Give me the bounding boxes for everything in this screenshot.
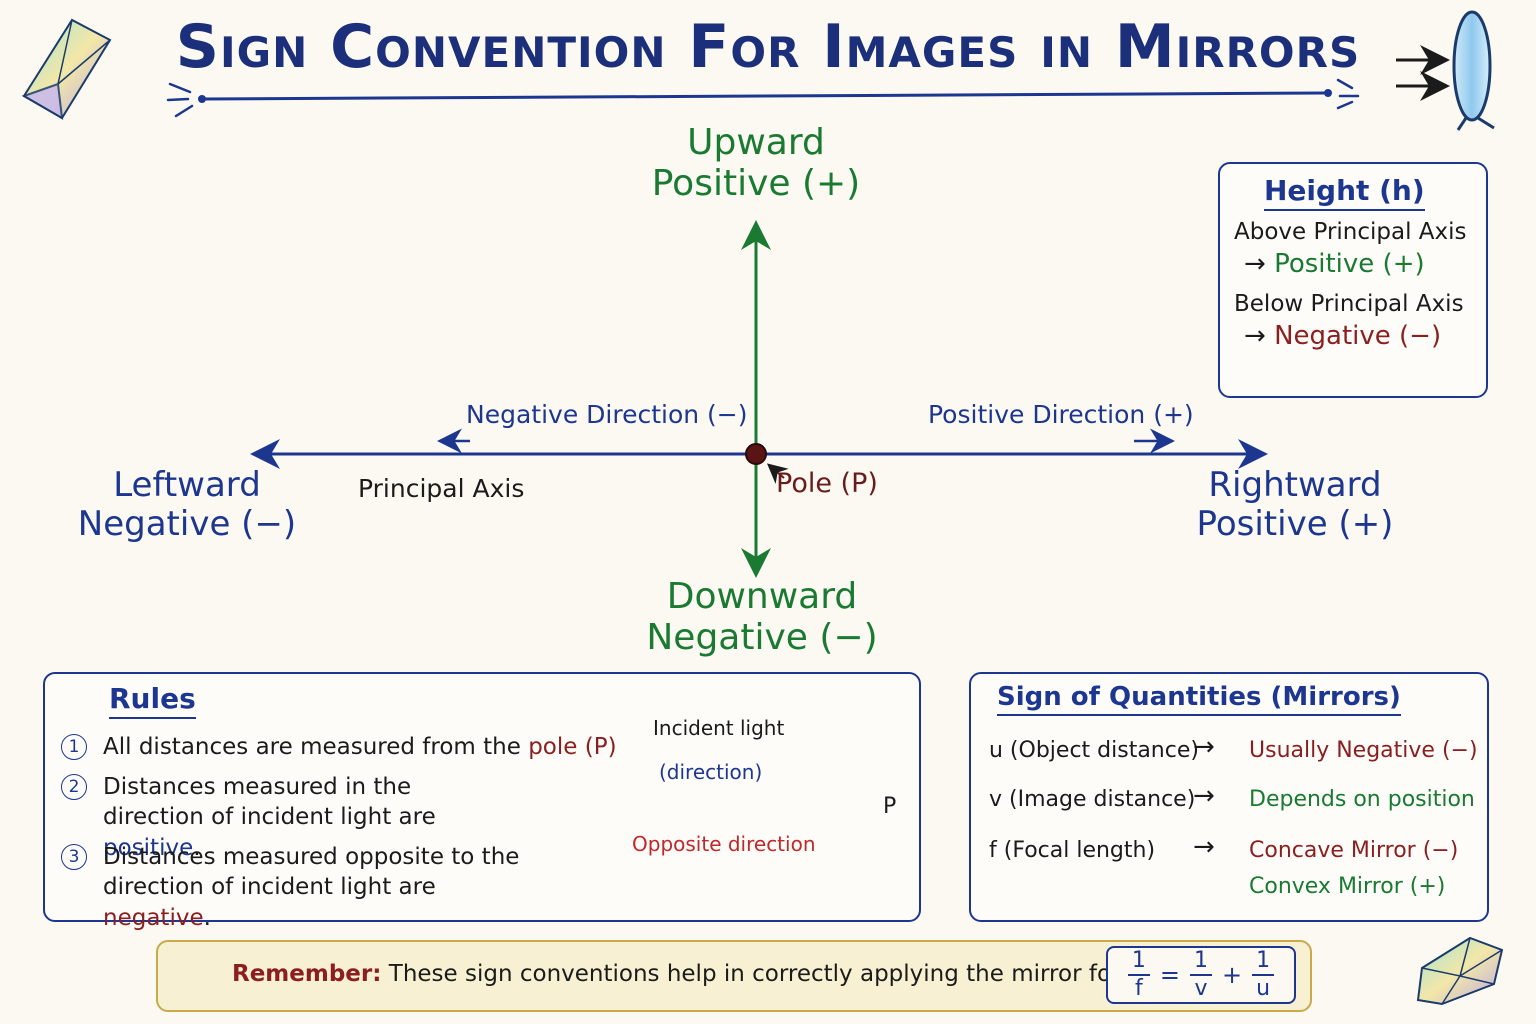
rule-text-part: . bbox=[203, 904, 211, 931]
arrow-right-icon: → bbox=[1193, 832, 1215, 862]
opposite-direction-label: Opposite direction bbox=[632, 832, 816, 856]
height-box-title: Height (h) bbox=[1264, 174, 1425, 211]
quantity-u: u (Object distance) bbox=[989, 738, 1199, 763]
equals-sign: = bbox=[1159, 961, 1180, 989]
rightward-label-line2: Positive (+) bbox=[1196, 504, 1394, 545]
downward-label-line1: Downward bbox=[666, 576, 858, 617]
numerator: 1 bbox=[1127, 950, 1150, 976]
quantity-u-value: Usually Negative (−) bbox=[1249, 738, 1478, 763]
sign-quantities-box: Sign of Quantities (Mirrors) u (Object d… bbox=[969, 672, 1489, 922]
rightward-label-line1: Rightward bbox=[1208, 465, 1382, 505]
arrow-right-icon: → bbox=[1244, 249, 1266, 279]
arrow-right-icon: → bbox=[1244, 321, 1266, 351]
negative-direction-label: Negative Direction (−) bbox=[466, 400, 748, 429]
direction-label: (direction) bbox=[659, 760, 763, 784]
mirror-pole-label: P bbox=[883, 794, 897, 819]
quantity-v: v (Image distance) bbox=[989, 787, 1196, 812]
quantity-f-value-concave: Concave Mirror (−) bbox=[1249, 838, 1459, 863]
rule-text-part: Distances measured opposite to the direc… bbox=[103, 844, 520, 901]
fraction-1-over-v: 1 v bbox=[1190, 950, 1212, 1000]
title-underline bbox=[166, 78, 1360, 118]
rightward-label: Rightward Positive (+) bbox=[1180, 465, 1410, 545]
fraction-1-over-u: 1 u bbox=[1252, 950, 1275, 1001]
arrow-right-icon: → bbox=[1193, 732, 1215, 762]
rule-text-part: Distances measured in the direction of i… bbox=[103, 774, 436, 831]
downward-label: Downward Negative (−) bbox=[612, 576, 912, 659]
rule-item: 1 All distances are measured from the po… bbox=[61, 732, 621, 762]
rules-box: Rules 1 All distances are measured from … bbox=[43, 672, 921, 931]
rule-number: 2 bbox=[61, 774, 87, 800]
upward-label: Upward Positive (+) bbox=[606, 122, 906, 205]
rule-highlight: negative bbox=[103, 904, 204, 931]
rule-text-part: . bbox=[193, 834, 201, 861]
height-box: Height (h) Above Principal Axis → Positi… bbox=[1218, 162, 1488, 398]
crystal-icon bbox=[1416, 936, 1504, 1006]
upward-label-line2: Positive (+) bbox=[651, 163, 861, 205]
above-axis-row: → Positive (+) bbox=[1234, 249, 1472, 279]
rule-highlight: positive bbox=[103, 834, 194, 861]
rule-number: 3 bbox=[61, 844, 87, 870]
numerator: 1 bbox=[1252, 950, 1275, 976]
remember-label: Remember: bbox=[232, 961, 382, 987]
leftward-label: Leftward Negative (−) bbox=[72, 465, 302, 545]
rule-text: Distances measured in the direction of i… bbox=[103, 772, 481, 863]
sign-quantities-title: Sign of Quantities (Mirrors) bbox=[997, 682, 1401, 716]
denominator: u bbox=[1256, 976, 1271, 1001]
mirror-formula: 1 f = 1 v + 1 u bbox=[1106, 946, 1296, 1004]
rule-text: All distances are measured from the pole… bbox=[103, 732, 617, 762]
below-axis-text: Below Principal Axis bbox=[1234, 291, 1464, 317]
quantity-f-value-convex: Convex Mirror (+) bbox=[1249, 874, 1446, 899]
rule-item: 2 Distances measured in the direction of… bbox=[61, 772, 481, 863]
mirror-icon bbox=[1396, 10, 1495, 131]
above-axis-text: Above Principal Axis bbox=[1234, 219, 1467, 245]
pole-label: Pole (P) bbox=[776, 468, 878, 499]
principal-axis-label: Principal Axis bbox=[358, 474, 525, 503]
leftward-label-line2: Negative (−) bbox=[77, 504, 297, 545]
quantity-v-value: Depends on position bbox=[1249, 787, 1475, 812]
positive-direction-label: Positive Direction (+) bbox=[928, 400, 1194, 429]
remember-banner: Remember: These sign conventions help in… bbox=[156, 940, 1312, 1012]
numerator: 1 bbox=[1190, 950, 1212, 976]
arrow-right-icon: → bbox=[1193, 781, 1215, 811]
pole-pointer bbox=[766, 463, 789, 485]
pole-dot bbox=[745, 443, 767, 465]
page-title: Sign Convention For Images in Mirrors bbox=[175, 12, 1361, 82]
leftward-label-line1: Leftward bbox=[113, 465, 261, 505]
remember-body: These sign conventions help in correctly… bbox=[381, 961, 1178, 987]
fraction-1-over-f: 1 f bbox=[1127, 950, 1150, 1001]
incident-light-label: Incident light bbox=[653, 716, 785, 740]
rules-title: Rules bbox=[109, 682, 196, 719]
rule-highlight: pole (P) bbox=[528, 734, 617, 760]
rule-number: 1 bbox=[61, 734, 87, 760]
plus-sign: + bbox=[1222, 961, 1243, 989]
denominator: v bbox=[1194, 976, 1208, 1001]
prism-icon bbox=[21, 18, 112, 120]
rule-text-part: All distances are measured from the bbox=[103, 734, 529, 760]
rule-text: Distances measured opposite to the direc… bbox=[103, 842, 531, 933]
quantity-f: f (Focal length) bbox=[989, 838, 1156, 863]
remember-text: Remember: These sign conventions help in… bbox=[232, 961, 1178, 987]
upward-label-line1: Upward bbox=[687, 122, 825, 163]
rule-item: 3 Distances measured opposite to the dir… bbox=[61, 842, 531, 933]
downward-label-line2: Negative (−) bbox=[646, 617, 878, 659]
below-axis-row: → Negative (−) bbox=[1234, 321, 1472, 351]
below-axis-value: Negative (−) bbox=[1274, 321, 1442, 351]
above-axis-value: Positive (+) bbox=[1274, 249, 1425, 279]
denominator: f bbox=[1135, 976, 1143, 1001]
